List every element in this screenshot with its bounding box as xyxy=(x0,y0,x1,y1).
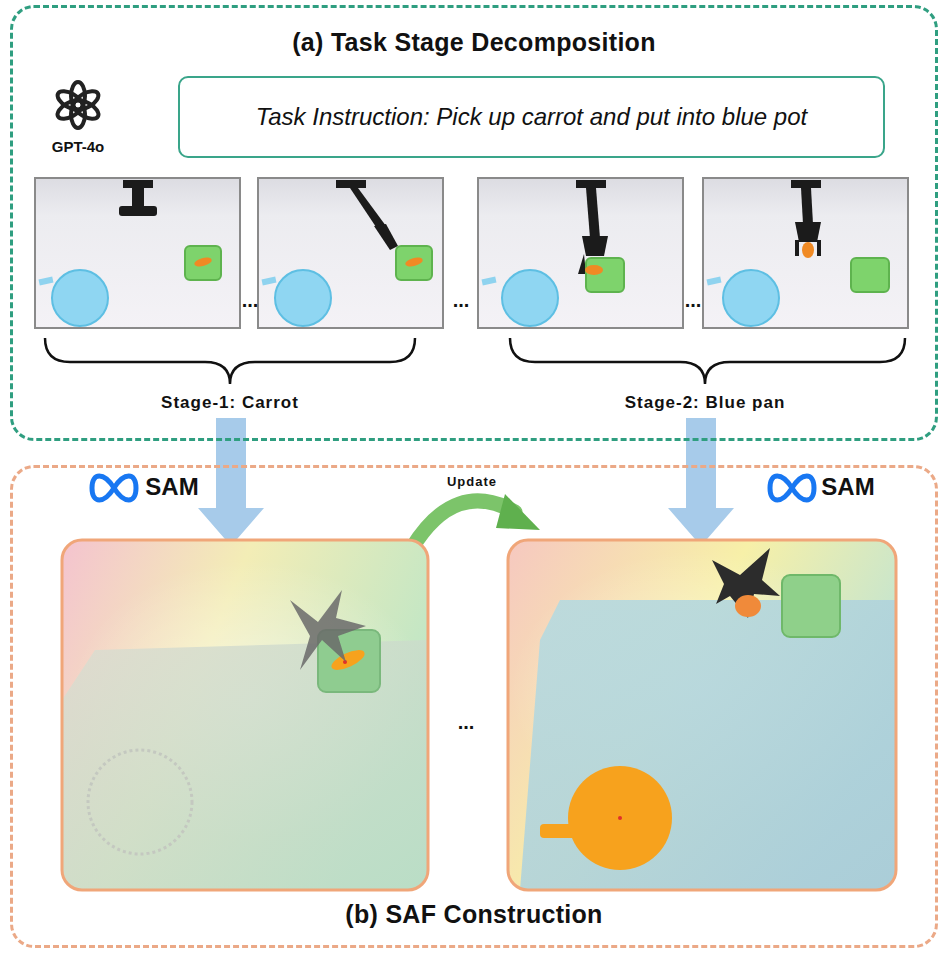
update-arrow-head xyxy=(496,494,540,530)
model-name: GPT-4o xyxy=(52,138,105,155)
instruction-text: Task Instruction: Pick up carrot and put… xyxy=(242,97,821,137)
stage-label: Stage-1: Carrot xyxy=(161,393,299,413)
ellipsis: ... xyxy=(458,711,475,734)
meta-logo xyxy=(92,476,136,500)
cloud-frame xyxy=(62,540,428,890)
instruction-box: Task Instruction: Pick up carrot and put… xyxy=(178,76,885,158)
panel-title: (a) Task Stage Decomposition xyxy=(13,28,935,57)
ellipsis: ... xyxy=(453,289,470,312)
point-cloud xyxy=(508,540,896,890)
video-frame xyxy=(258,178,443,328)
video-frame xyxy=(35,178,240,328)
arrow-label: Update xyxy=(447,474,497,489)
ellipsis: ... xyxy=(685,289,702,312)
brace xyxy=(510,338,905,384)
model-name: SAM xyxy=(821,473,874,501)
point-cloud xyxy=(62,540,428,890)
saf-panel: (b) SAF Construction xyxy=(10,465,938,948)
ellipsis: ... xyxy=(242,289,259,312)
meta-logo xyxy=(770,476,814,500)
down-arrow xyxy=(198,418,264,546)
brace xyxy=(45,338,415,384)
stage-panel: (a) Task Stage DecompositionTask Instruc… xyxy=(10,5,938,441)
model-name: SAM xyxy=(145,473,198,501)
cloud-frame xyxy=(508,540,896,890)
video-frame xyxy=(703,178,908,328)
panel-title: (b) SAF Construction xyxy=(13,900,935,929)
gpt-logo xyxy=(55,82,102,128)
video-frame xyxy=(478,178,683,328)
stage-label: Stage-2: Blue pan xyxy=(625,393,786,413)
down-arrow xyxy=(668,418,734,546)
